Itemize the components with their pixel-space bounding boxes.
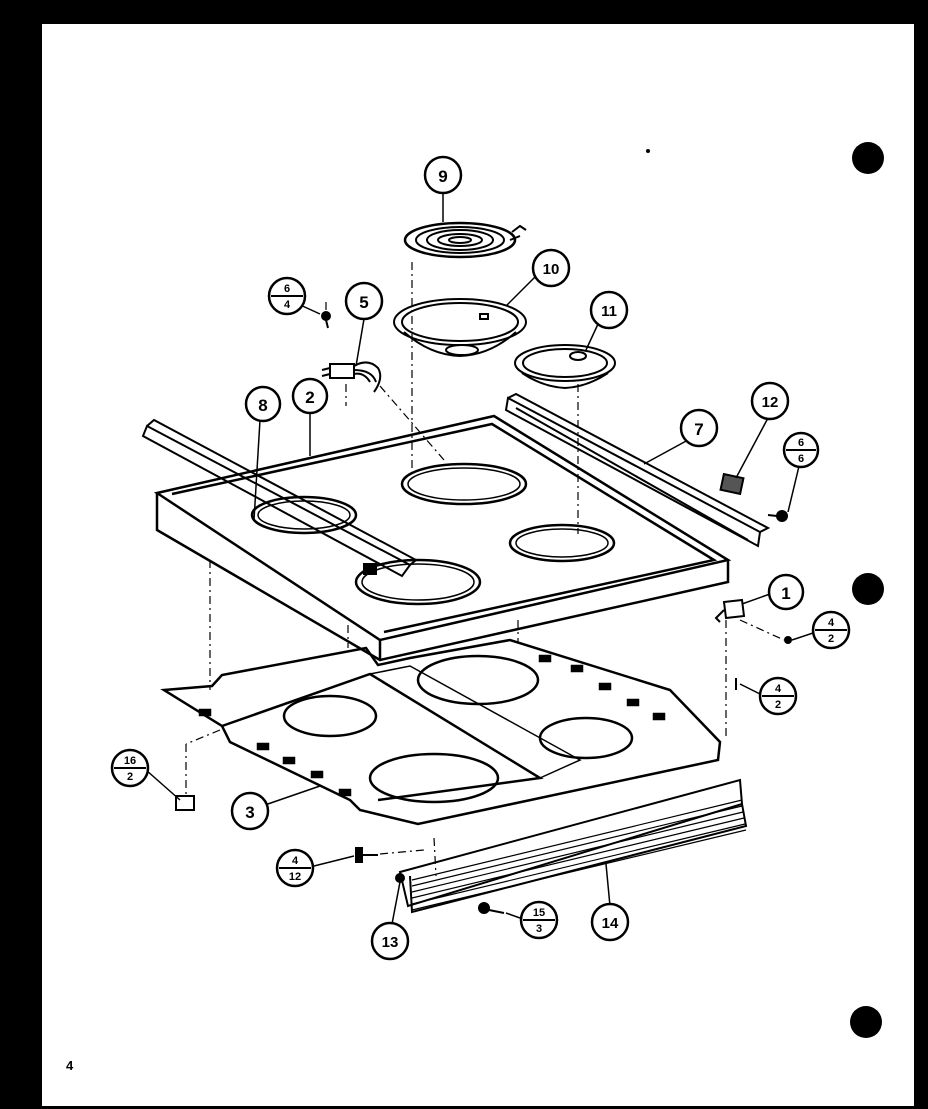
fraction-callout-6-6: 6 6 xyxy=(782,431,820,469)
screw-right-6-6 xyxy=(767,510,788,522)
burner-box-pan xyxy=(160,638,722,826)
callout-7-label: 7 xyxy=(694,420,703,439)
svg-text:3: 3 xyxy=(536,923,542,935)
alignment-lines xyxy=(185,262,785,877)
callout-1: 1 xyxy=(767,573,805,611)
fraction-callout-6-4: 6 4 xyxy=(267,276,307,316)
leader-lines xyxy=(145,193,817,925)
drip-bowl-small xyxy=(514,344,616,390)
callout-9: 9 xyxy=(423,155,463,195)
callout-2: 2 xyxy=(291,377,329,415)
svg-text:4: 4 xyxy=(775,683,782,695)
fraction-callout-16-2: 16 2 xyxy=(110,748,150,788)
callout-5: 5 xyxy=(344,281,384,321)
clip-16-2 xyxy=(175,795,195,811)
drip-bowl-large xyxy=(393,298,527,358)
svg-text:4: 4 xyxy=(828,617,835,629)
callout-2-label: 2 xyxy=(305,388,314,407)
callout-14-label: 14 xyxy=(602,915,619,932)
callout-7: 7 xyxy=(679,408,719,448)
svg-text:2: 2 xyxy=(828,633,834,645)
callout-3-label: 3 xyxy=(245,803,254,822)
screw-top-left xyxy=(321,311,331,329)
callout-1-label: 1 xyxy=(781,584,790,603)
callout-9-label: 9 xyxy=(438,167,447,186)
cooktop-panel xyxy=(153,414,732,662)
svg-text:4: 4 xyxy=(292,855,299,867)
clip-part-12 xyxy=(719,472,745,496)
svg-text:15: 15 xyxy=(533,907,545,919)
front-trim-strip xyxy=(141,418,418,578)
svg-text:6: 6 xyxy=(284,283,290,295)
svg-text:4: 4 xyxy=(284,299,291,311)
callout-10-label: 10 xyxy=(543,261,560,278)
fraction-callout-4-2-upper: 4 2 xyxy=(811,610,851,650)
callout-5-label: 5 xyxy=(359,293,368,312)
svg-text:6: 6 xyxy=(798,437,804,449)
callout-8: 8 xyxy=(244,385,282,423)
drawing-sheet xyxy=(42,24,914,1106)
screw-4-2-upper xyxy=(784,636,792,644)
svg-text:16: 16 xyxy=(124,755,136,767)
callout-11: 11 xyxy=(589,290,629,330)
callout-14: 14 xyxy=(590,902,630,942)
binder-hole-bottom xyxy=(850,1006,882,1038)
callout-3: 3 xyxy=(230,791,270,831)
terminal-block xyxy=(321,361,382,393)
callout-10: 10 xyxy=(531,248,571,288)
screw-4-12 xyxy=(355,847,378,863)
fraction-callout-4-12: 4 12 xyxy=(275,848,315,888)
rear-trim-strip xyxy=(504,392,771,548)
callout-12-label: 12 xyxy=(762,394,779,411)
svg-text:2: 2 xyxy=(127,771,133,783)
callout-11-label: 11 xyxy=(601,303,617,320)
fraction-callout-4-2-lower: 4 2 xyxy=(758,676,798,716)
callout-12: 12 xyxy=(750,381,790,421)
fraction-callout-15-3: 15 3 xyxy=(519,900,559,940)
page-number: 4 xyxy=(66,1058,74,1073)
binder-hole-middle xyxy=(852,573,884,605)
svg-text:2: 2 xyxy=(775,699,781,711)
callout-13-label: 13 xyxy=(382,934,399,951)
svg-text:12: 12 xyxy=(289,871,301,883)
svg-text:6: 6 xyxy=(798,453,804,465)
vent-grille xyxy=(395,778,748,914)
screw-15-3 xyxy=(478,902,505,914)
binder-hole-top xyxy=(852,142,884,174)
callout-13: 13 xyxy=(370,921,410,961)
callout-8-label: 8 xyxy=(258,396,267,415)
hinge-bracket xyxy=(714,598,746,623)
surface-element-coil xyxy=(403,221,527,259)
